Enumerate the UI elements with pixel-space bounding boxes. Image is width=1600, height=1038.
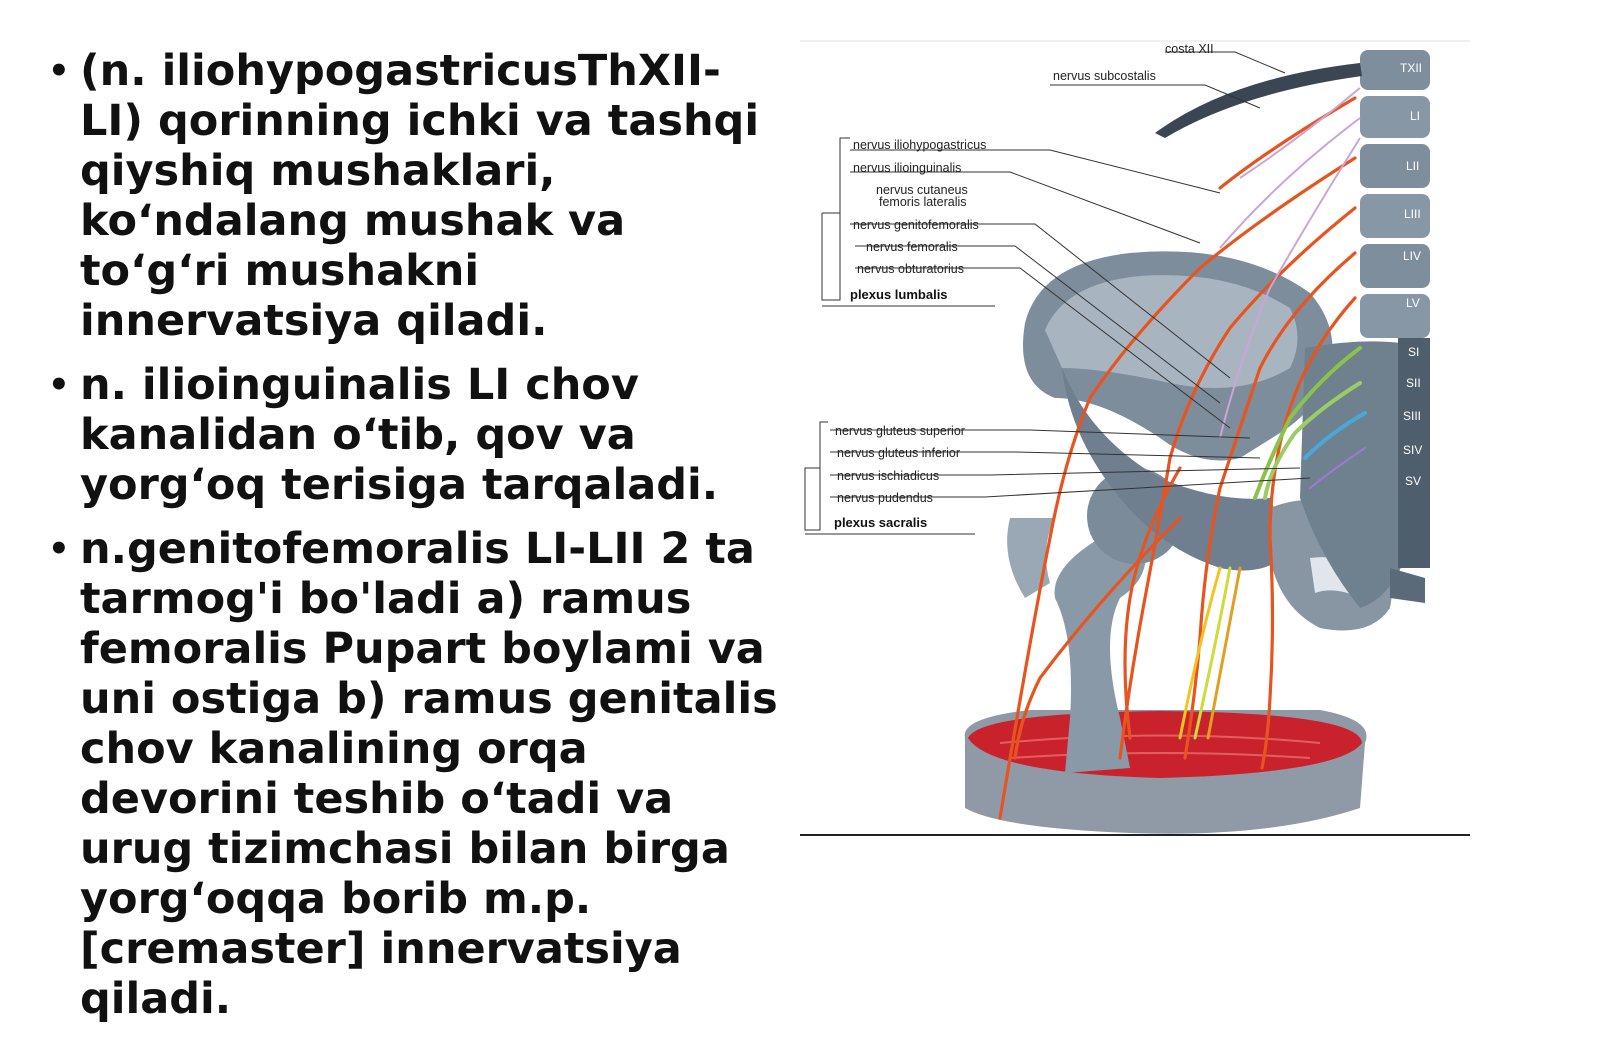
label-ilioinguinalis: nervus ilioinguinalis [853,161,961,175]
vertebral-column [1360,50,1430,568]
coccyx-bone [1390,568,1425,603]
vertebra-label: SI [1408,345,1419,359]
bullet-item: •n. ilioinguinalis LI chov kanalidan o‘t… [48,360,778,510]
bullet-text: n.genitofemoralis LI-LII 2 ta tarmog'i b… [80,524,778,1024]
sacral-bracket [804,421,828,531]
bullet-text: n. ilioinguinalis LI chov kanalidan o‘ti… [80,360,719,510]
vertebra-label: SIV [1403,443,1422,457]
lumbar-bracket [821,137,850,301]
vertebra-label: LV [1406,296,1420,310]
vertebra-label: LIII [1404,207,1421,221]
bullet-text: (n. iliohypogastricusThXII-LI) qorinning… [80,46,760,346]
leader-lines [830,51,1311,498]
bullet-item: •(n. iliohypogastricusThXII-LI) qorinnin… [48,46,778,346]
bullet-dot: • [48,51,70,91]
vertebra-label: SII [1406,376,1421,390]
sacral-nerves [1178,346,1367,740]
lumbar-nerves [998,96,1357,820]
label-plexus-lumbalis: plexus lumbalis [850,287,948,302]
lumbar-minor-nerves [1219,87,1361,439]
vertebra-label: SIII [1403,409,1421,423]
label-plexus-sacralis: plexus sacralis [834,515,927,530]
vertebra-label: TXII [1400,61,1422,75]
label-nervus-subcostalis: nervus subcostalis [1053,69,1156,83]
anatomy-figure: costa XII nervus subcostalis nervus ilio… [800,40,1470,836]
bullet-item: •n.genitofemoralis LI-LII 2 ta tarmog'i … [48,524,778,1024]
vertebra-label: LIV [1403,249,1421,263]
label-cutaneus-line1: nervus cutaneus [876,183,968,197]
label-ischiadicus: nervus ischiadicus [837,469,939,483]
label-gluteus-superior: nervus gluteus superior [835,424,965,438]
label-genitofemoralis: nervus genitofemoralis [853,218,979,232]
label-femoralis: nervus femoralis [866,240,958,254]
vertebra-label: SV [1405,474,1421,488]
label-iliohypogastricus: nervus iliohypogastricus [853,138,986,152]
vertebra-label: LII [1406,159,1419,173]
vertebra-label: LI [1410,109,1420,123]
label-obturatorius: nervus obturatorius [857,262,964,276]
label-pudendus: nervus pudendus [837,491,933,505]
label-gluteus-inferior: nervus gluteus inferior [837,446,960,460]
rib-xii [1155,63,1362,138]
bullet-dot: • [48,365,70,405]
thigh-cross-section [964,710,1367,834]
bullet-dot: • [48,529,70,569]
bullet-list: •(n. iliohypogastricusThXII-LI) qorinnin… [48,46,778,1038]
label-costa-xii: costa XII [1165,42,1214,56]
label-cutaneus-line2: femoris lateralis [879,195,967,209]
